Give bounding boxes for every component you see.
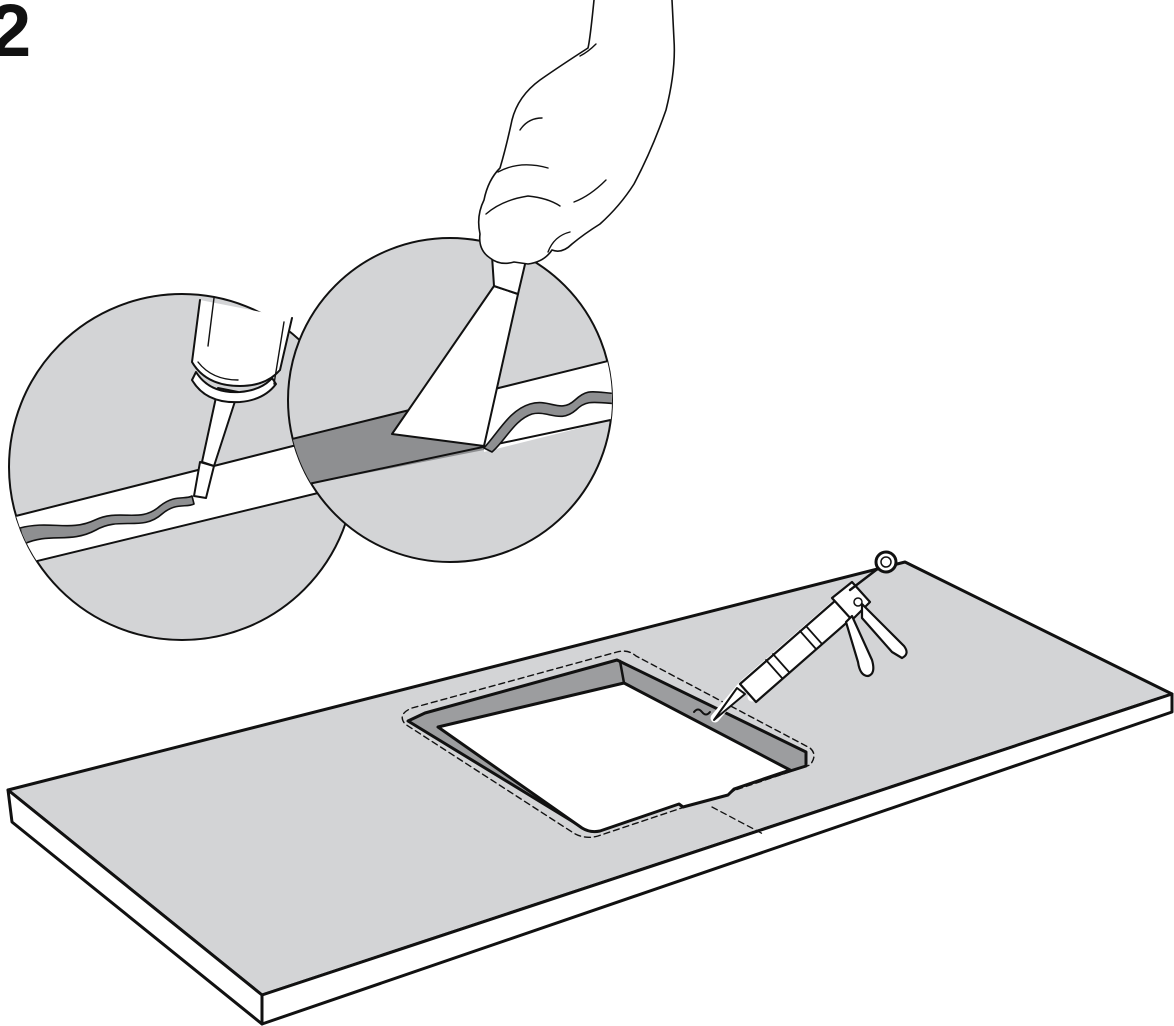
sealant-bead-mark xyxy=(693,708,711,716)
sealant-guide-dashed xyxy=(401,650,815,839)
sealant-cartridge-nozzle-icon xyxy=(191,297,293,499)
hand-icon xyxy=(477,0,676,265)
step-number: 2 xyxy=(0,0,32,72)
seam-line-dashed xyxy=(711,806,766,836)
putty-knife-hand-icon xyxy=(391,0,676,447)
cutout-opening xyxy=(436,681,792,834)
sealant-bead-left xyxy=(19,495,195,545)
countertop-left-edge xyxy=(6,788,264,1026)
caulking-gun-trigger xyxy=(860,602,908,660)
cutout-corner-line xyxy=(618,659,626,685)
countertop-with-sink-cutout-icon xyxy=(6,560,1174,1026)
caulking-gun-handle xyxy=(844,614,875,678)
sealant-bead-right xyxy=(483,390,612,453)
caulking-gun-icon xyxy=(710,550,908,723)
detail-circle-sealant-application xyxy=(8,293,356,641)
detail-circle-sealant-smoothing xyxy=(287,0,676,563)
